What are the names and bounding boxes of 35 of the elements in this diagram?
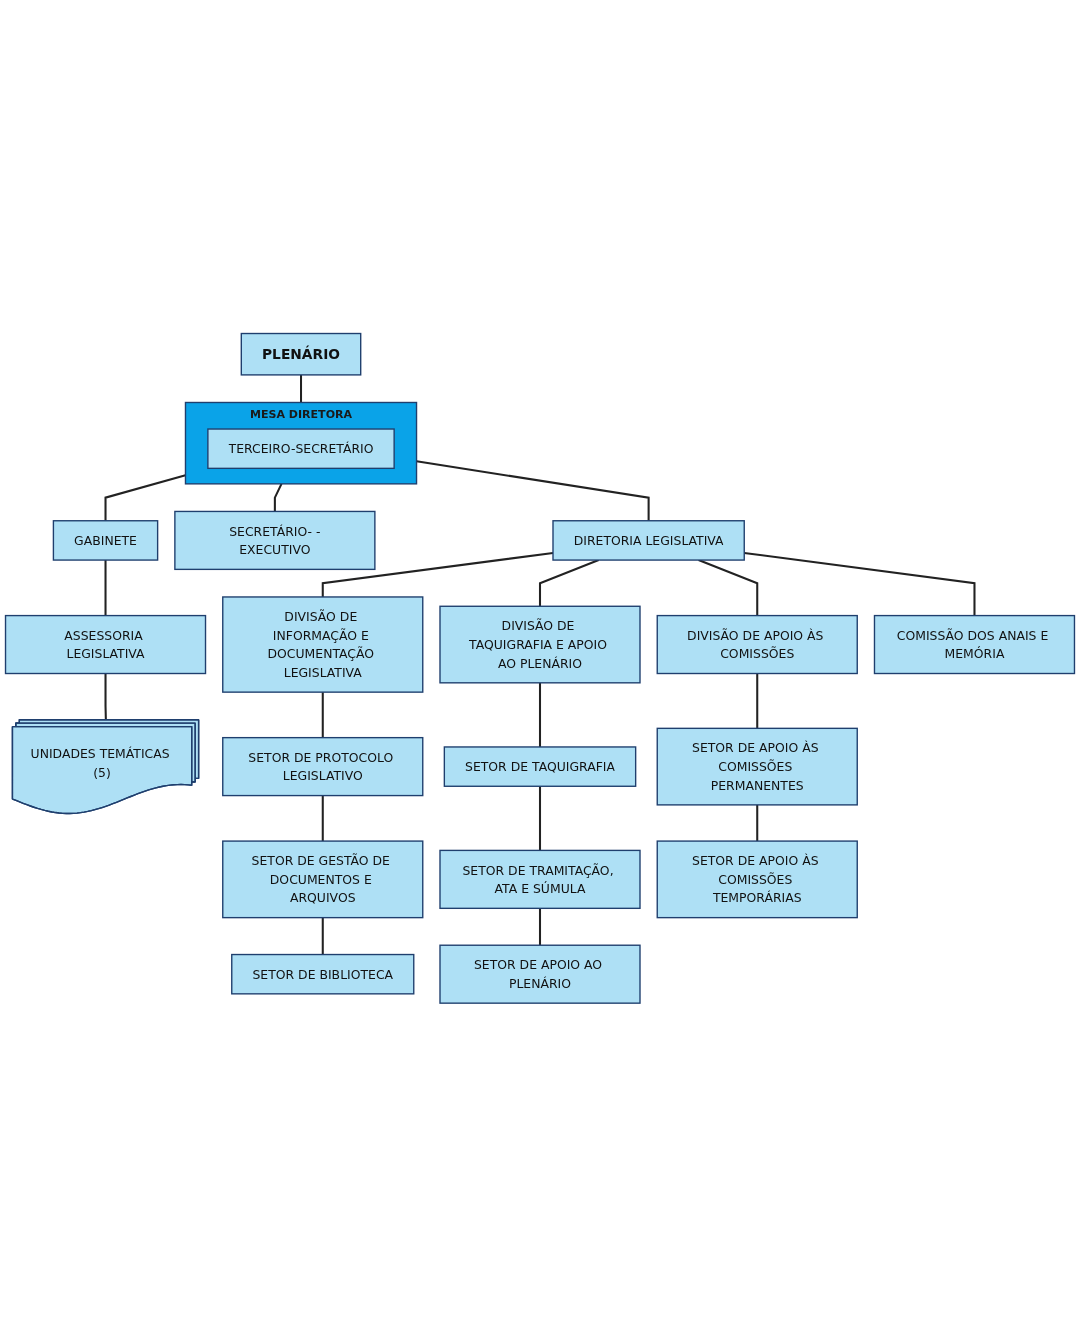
connector (104, 474, 186, 521)
connector (321, 795, 324, 842)
node-box: TERCEIRO-SECRETÁRIO (207, 428, 395, 470)
node-box: SETOR DE TRAMITAÇÃO, ATA E SÚMULA (439, 849, 641, 910)
connector (321, 692, 324, 738)
connector (538, 908, 542, 946)
node-box: SECRETÁRIO- -EXECUTIVO (174, 510, 376, 571)
connector (756, 673, 759, 729)
connector (321, 917, 324, 955)
connector (416, 460, 650, 521)
node-box: COMISSÃO DOS ANAIS E MEMÓRIA (873, 615, 1076, 675)
node-box: DIVISÃO DE APOIO ÀS COMISSÕES (656, 615, 858, 675)
node-box: DIVISÃO DE TAQUIGRAFIA E APOIO AO PLENÁRIO (439, 605, 641, 684)
connector (538, 786, 542, 851)
connector (744, 552, 976, 616)
connector (698, 559, 759, 616)
node-box: SETOR DE PROTOCOLO LEGISLATIVO (222, 737, 424, 797)
connector (538, 683, 542, 748)
node-box: ASSESSORIA LEGISLATIVA (4, 615, 207, 675)
connector (104, 560, 107, 616)
connector (299, 375, 303, 403)
node-box: SETOR DE GESTÃO DE DOCUMENTOS E ARQUIVOS (222, 840, 424, 919)
node-box: PLENÁRIO (240, 333, 362, 376)
node-box: GABINETE (52, 520, 159, 561)
connector (273, 483, 283, 512)
node-box: SETOR DE APOIO AO PLENÁRIO (439, 944, 641, 1004)
node-box: DIRETORIA LEGISLATIVA (552, 520, 745, 561)
connector (321, 552, 554, 598)
node-box: SETOR DE APOIO ÀS COMISSÕES PERMANENTES (656, 727, 858, 806)
node-box: SETOR DE APOIO ÀS COMISSÕES TEMPORÁRIAS (656, 840, 858, 919)
connector (538, 559, 600, 607)
connector (756, 805, 759, 842)
node-box: SETOR DE TAQUIGRAFIA (443, 746, 637, 788)
node-box: DIVISÃO DE INFORMAÇÃO E DOCUMENTAÇÃO LEGISLATIVA (222, 596, 424, 693)
node-box: SETOR DE BIBLIOTECA (231, 954, 415, 995)
